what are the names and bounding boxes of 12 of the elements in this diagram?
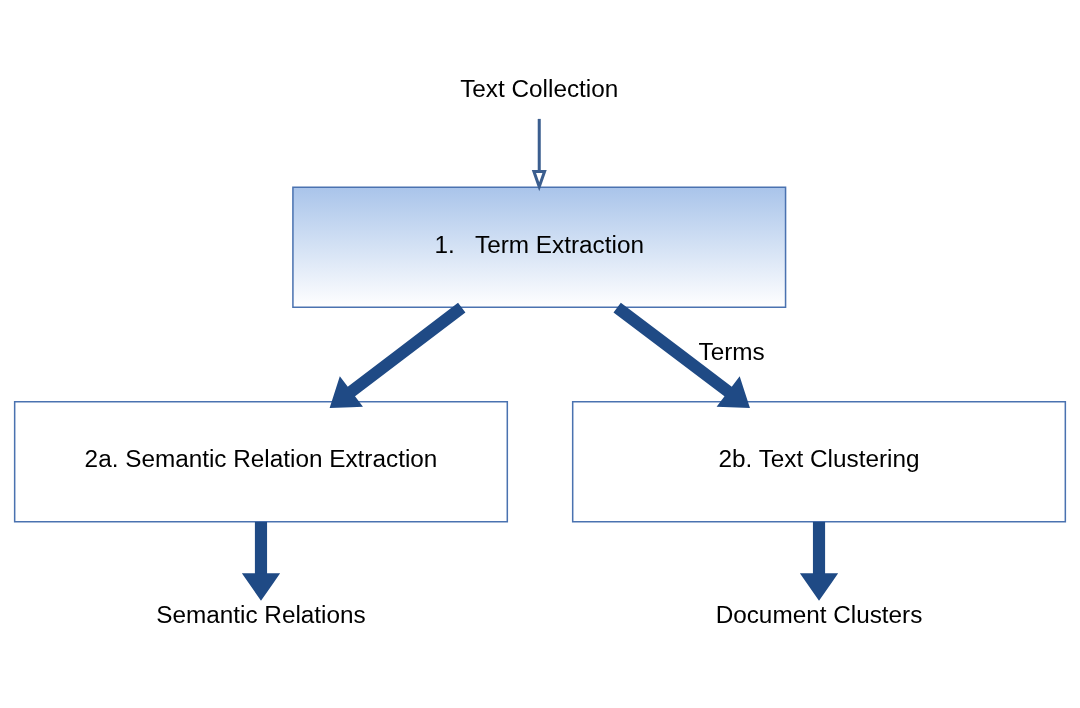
edge-label: Terms [698,337,765,365]
arrow [329,302,466,408]
node-box: 1. Term Extraction [292,186,787,308]
node-box: 2b. Text Clustering [571,400,1067,522]
arrow [241,521,281,601]
node-text: Semantic Relations [156,600,366,628]
node-text: Text Collection [460,74,619,102]
arrow [613,302,750,408]
node-box: 2a. Semantic Relation Extraction [13,400,509,522]
node-text: Document Clusters [715,600,923,628]
arrow [531,118,547,191]
arrow [799,521,839,601]
